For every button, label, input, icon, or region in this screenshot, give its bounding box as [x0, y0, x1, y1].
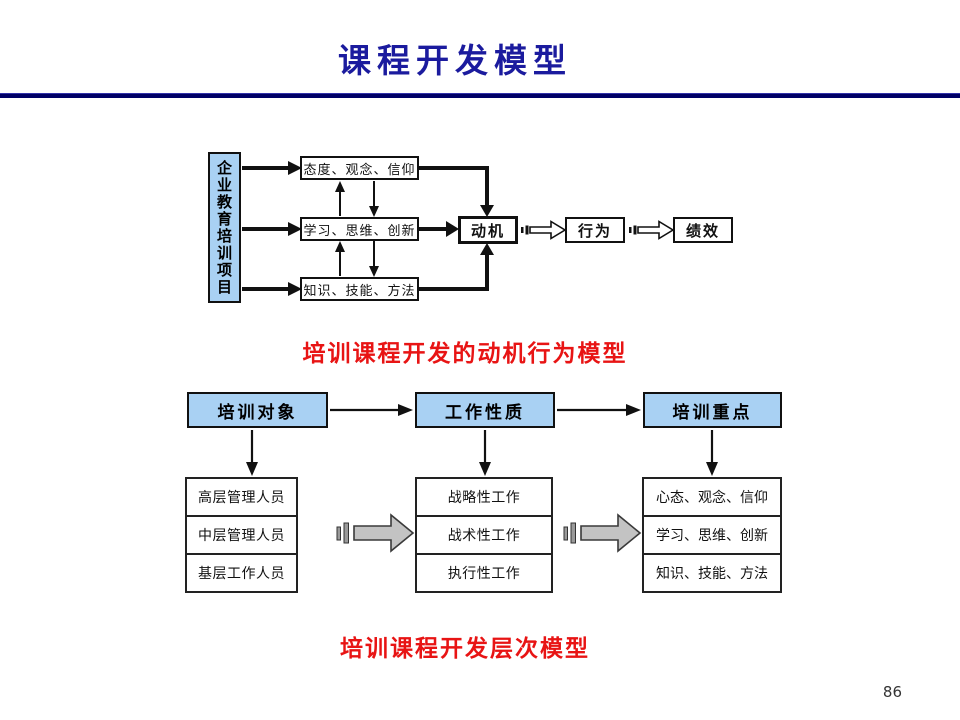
header-to-list-arrows — [246, 430, 718, 476]
motivation-to-behavior-arrow — [521, 220, 567, 240]
list-item: 高层管理人员 — [198, 490, 285, 506]
list-transform-arrow-2 — [563, 513, 642, 553]
title-divider — [0, 93, 960, 98]
factor-box-attitude: 态度、观念、信仰 — [300, 156, 419, 180]
factor-box-learning: 学习、思维、创新 — [300, 217, 419, 241]
header-box-training-focus: 培训重点 — [643, 392, 782, 428]
list-training-target: 高层管理人员 中层管理人员 基层工作人员 — [185, 477, 298, 593]
page-number: 86 — [882, 683, 902, 701]
list-item: 基层工作人员 — [187, 553, 296, 591]
performance-box: 绩效 — [673, 217, 733, 243]
list-item: 心态、观念、信仰 — [656, 490, 768, 506]
list-work-nature: 战略性工作 战术性工作 执行性工作 — [415, 477, 553, 593]
behavior-box: 行为 — [565, 217, 625, 243]
program-to-factor-arrows — [242, 161, 302, 296]
list-item: 中层管理人员 — [187, 515, 296, 553]
page-title: 课程开发模型 — [338, 41, 572, 80]
list-item: 战略性工作 — [447, 490, 521, 506]
behavior-to-performance-arrow — [629, 220, 675, 240]
header-box-training-target: 培训对象 — [187, 392, 328, 428]
list-item: 学习、思维、创新 — [644, 515, 780, 553]
diagram1-caption: 培训课程开发的动机行为模型 — [302, 341, 628, 367]
motivation-box: 动机 — [458, 216, 518, 244]
list-transform-arrow-1 — [336, 513, 415, 553]
list-item: 战术性工作 — [417, 515, 551, 553]
factor-box-knowledge: 知识、技能、方法 — [300, 277, 419, 301]
diagram2-caption: 培训课程开发层次模型 — [340, 636, 590, 662]
list-training-focus: 心态、观念、信仰 学习、思维、创新 知识、技能、方法 — [642, 477, 782, 593]
list-item: 知识、技能、方法 — [644, 553, 780, 591]
list-item: 执行性工作 — [417, 553, 551, 591]
training-program-box: 企业教育培训项目 — [208, 152, 241, 303]
header-box-work-nature: 工作性质 — [415, 392, 555, 428]
